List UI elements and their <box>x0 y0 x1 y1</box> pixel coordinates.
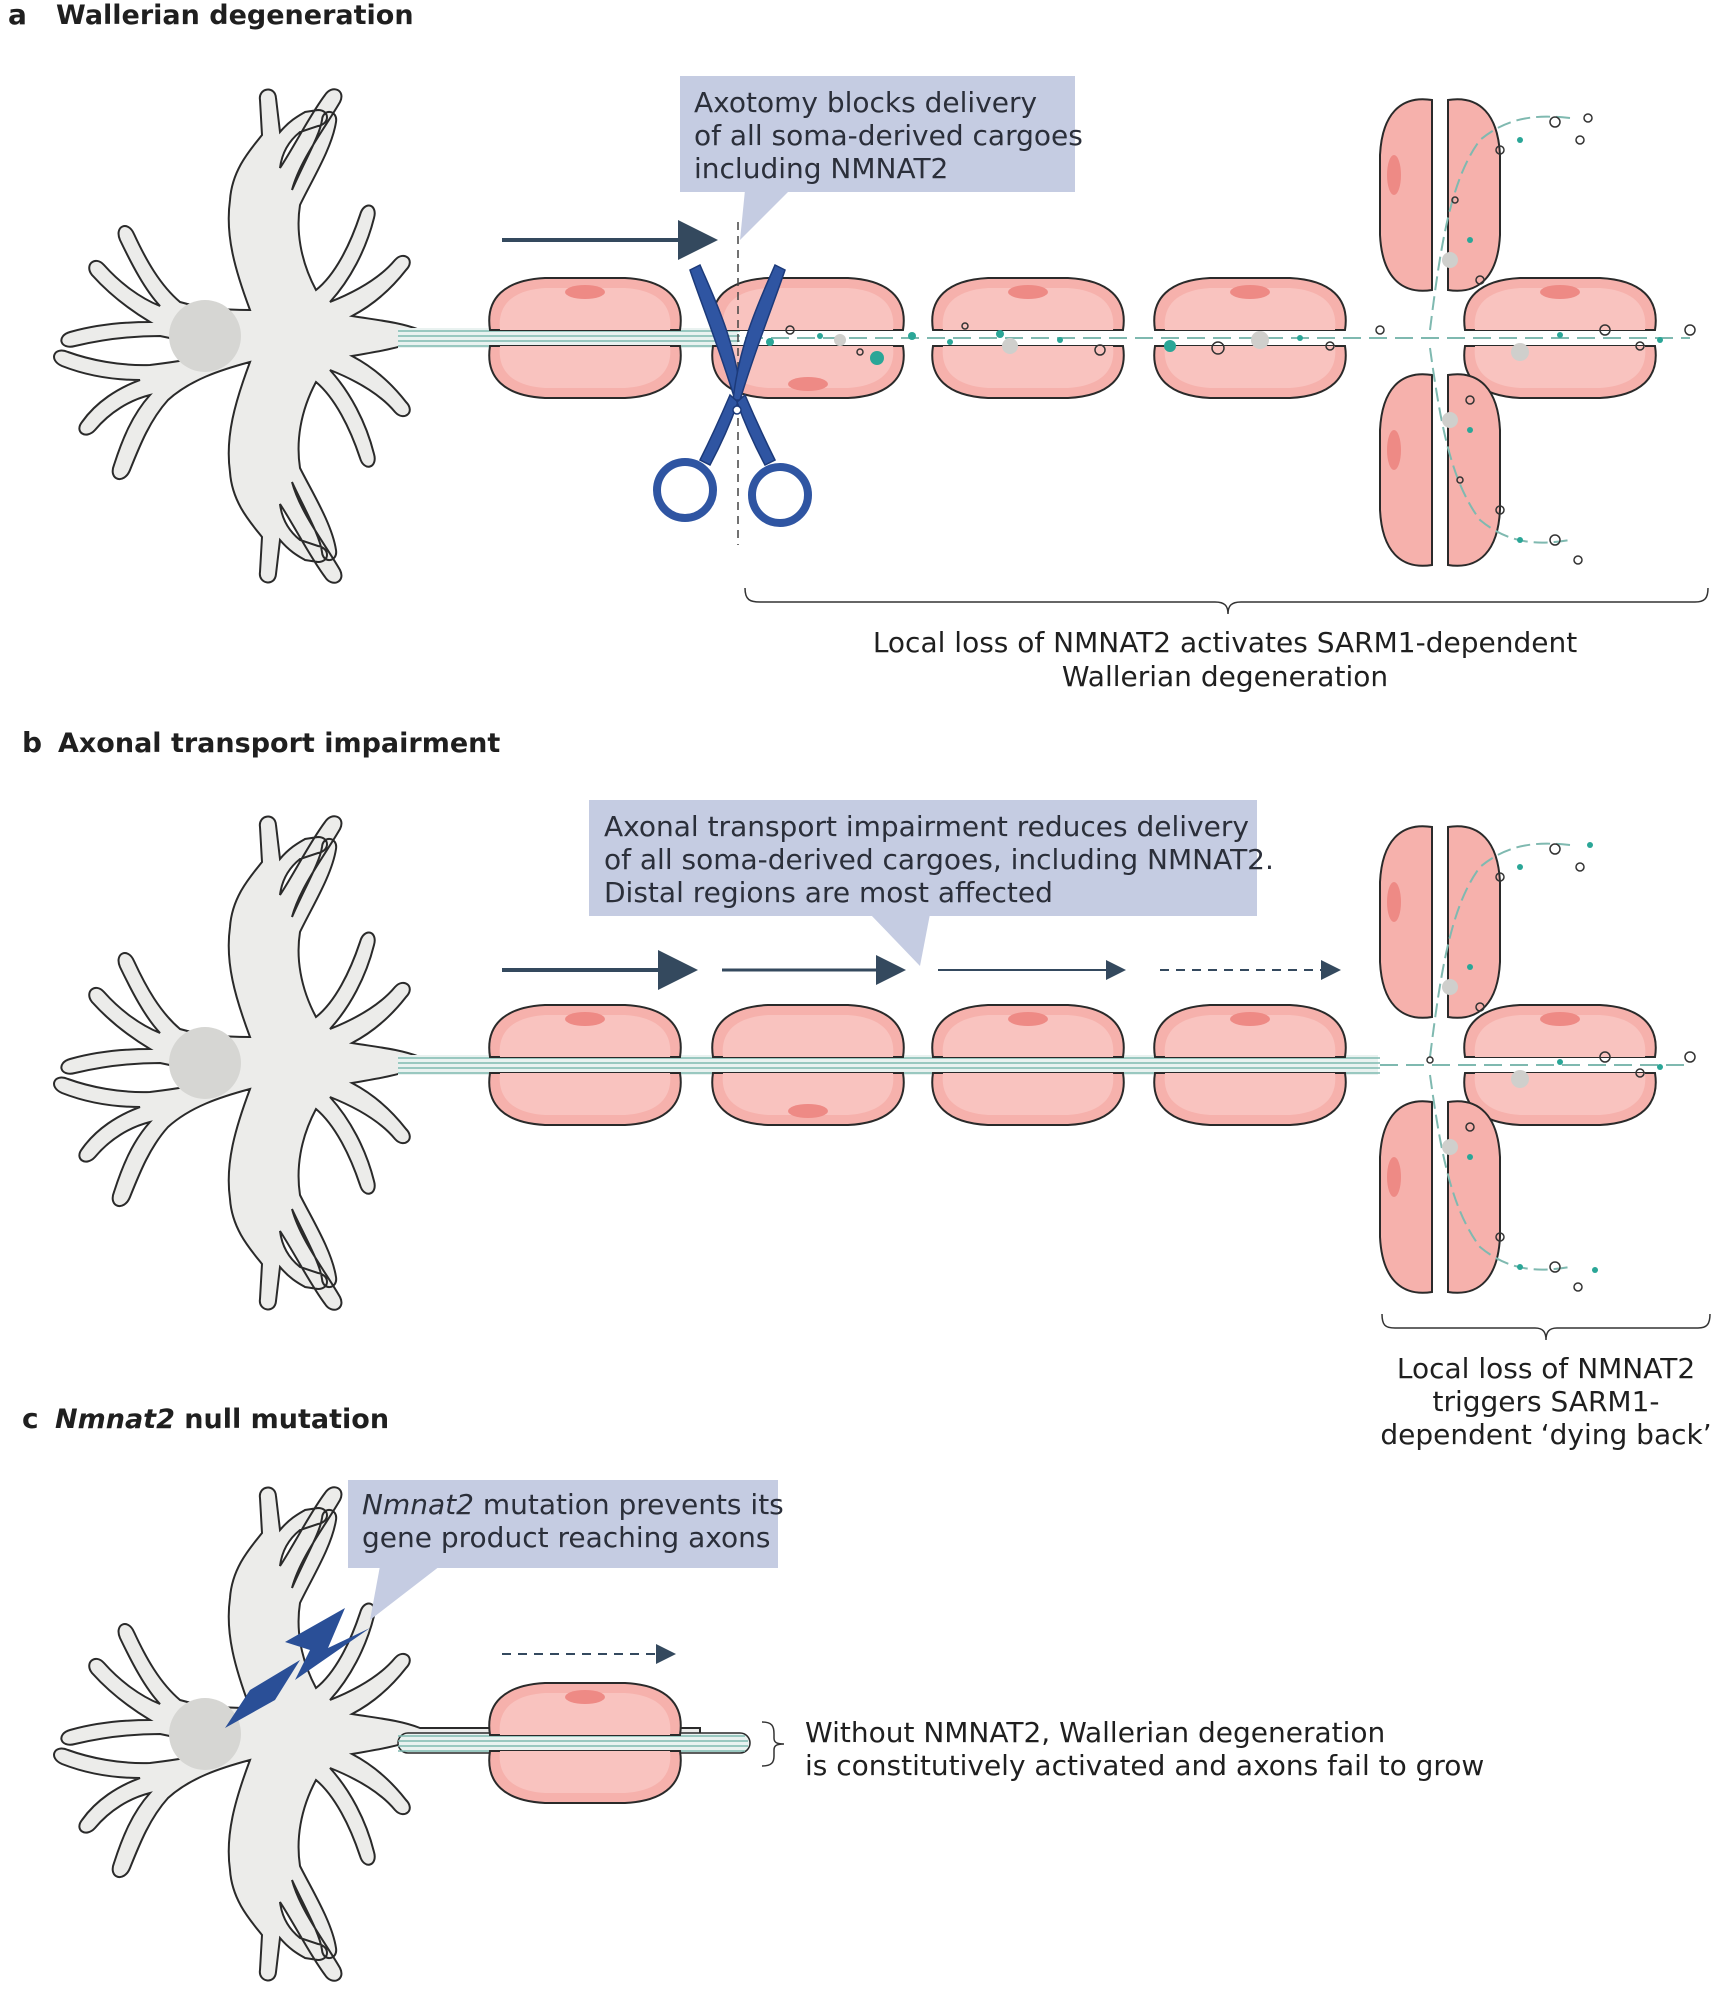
bracket-a-line-1: Local loss of NMNAT2 activates SARM1-dep… <box>873 626 1577 659</box>
callout-c-line-1-rest: mutation prevents its <box>474 1488 784 1521</box>
panel-c-letter: c <box>22 1402 39 1435</box>
callout-a-line-3: including NMNAT2 <box>694 152 948 185</box>
panel-b-title: Axonal transport impairment <box>58 728 500 759</box>
callout-b-line-1: Axonal transport impairment reduces deli… <box>604 810 1249 843</box>
bracket-b-line-2: triggers SARM1- <box>1432 1385 1659 1418</box>
bracket-b-line-1: Local loss of NMNAT2 <box>1397 1352 1695 1385</box>
bracket-b-line-3: dependent ‘dying back’ <box>1380 1418 1711 1451</box>
bracket-b: Local loss of NMNAT2 triggers SARM1- dep… <box>1380 1313 1712 1451</box>
bracket-a: Local loss of NMNAT2 activates SARM1-dep… <box>744 587 1709 693</box>
bracket-c-line-1: Without NMNAT2, Wallerian degeneration <box>805 1716 1385 1749</box>
callout-b-line-3: Distal regions are most affected <box>604 876 1053 909</box>
callout-a-line-1: Axotomy blocks delivery <box>694 86 1037 119</box>
panel-c-title: Nmnat2 null mutation <box>55 1404 389 1435</box>
callout-a-line-2: of all soma-derived cargoes <box>694 119 1083 152</box>
callout-b-line-2: of all soma-derived cargoes, including N… <box>604 843 1274 876</box>
panel-b: b Axonal transport impairment <box>22 726 1712 1451</box>
panel-c: c Nmnat2 null mutation Nmnat2 mutation p… <box>22 1402 1484 1982</box>
scissors-icon <box>653 263 812 527</box>
axon-c <box>397 1732 751 1754</box>
callout-b: Axonal transport impairment reduces deli… <box>589 800 1274 966</box>
lightning-bolt-icon <box>225 1608 370 1728</box>
panel-a: a Wallerian degeneration <box>8 0 1709 693</box>
bracket-c-line-2: is constitutively activated and axons fa… <box>805 1749 1484 1782</box>
panel-c-title-rest: null mutation <box>175 1404 389 1435</box>
axon-debris-a <box>745 113 1696 565</box>
callout-c: Nmnat2 mutation prevents its gene produc… <box>348 1480 784 1620</box>
bracket-a-line-2: Wallerian degeneration <box>1062 660 1388 693</box>
axon-debris-b <box>1380 842 1696 1292</box>
callout-c-line-1: Nmnat2 mutation prevents its <box>362 1488 784 1521</box>
callout-c-line-2: gene product reaching axons <box>362 1521 770 1554</box>
callout-a: Axotomy blocks delivery of all soma-deri… <box>680 76 1083 240</box>
panel-b-letter: b <box>22 726 42 759</box>
callout-c-gene: Nmnat2 <box>362 1488 474 1521</box>
panel-a-title: Wallerian degeneration <box>56 0 414 31</box>
panel-a-letter: a <box>8 0 27 31</box>
panel-c-title-gene: Nmnat2 <box>55 1404 175 1435</box>
bracket-c: Without NMNAT2, Wallerian degeneration i… <box>761 1716 1484 1782</box>
